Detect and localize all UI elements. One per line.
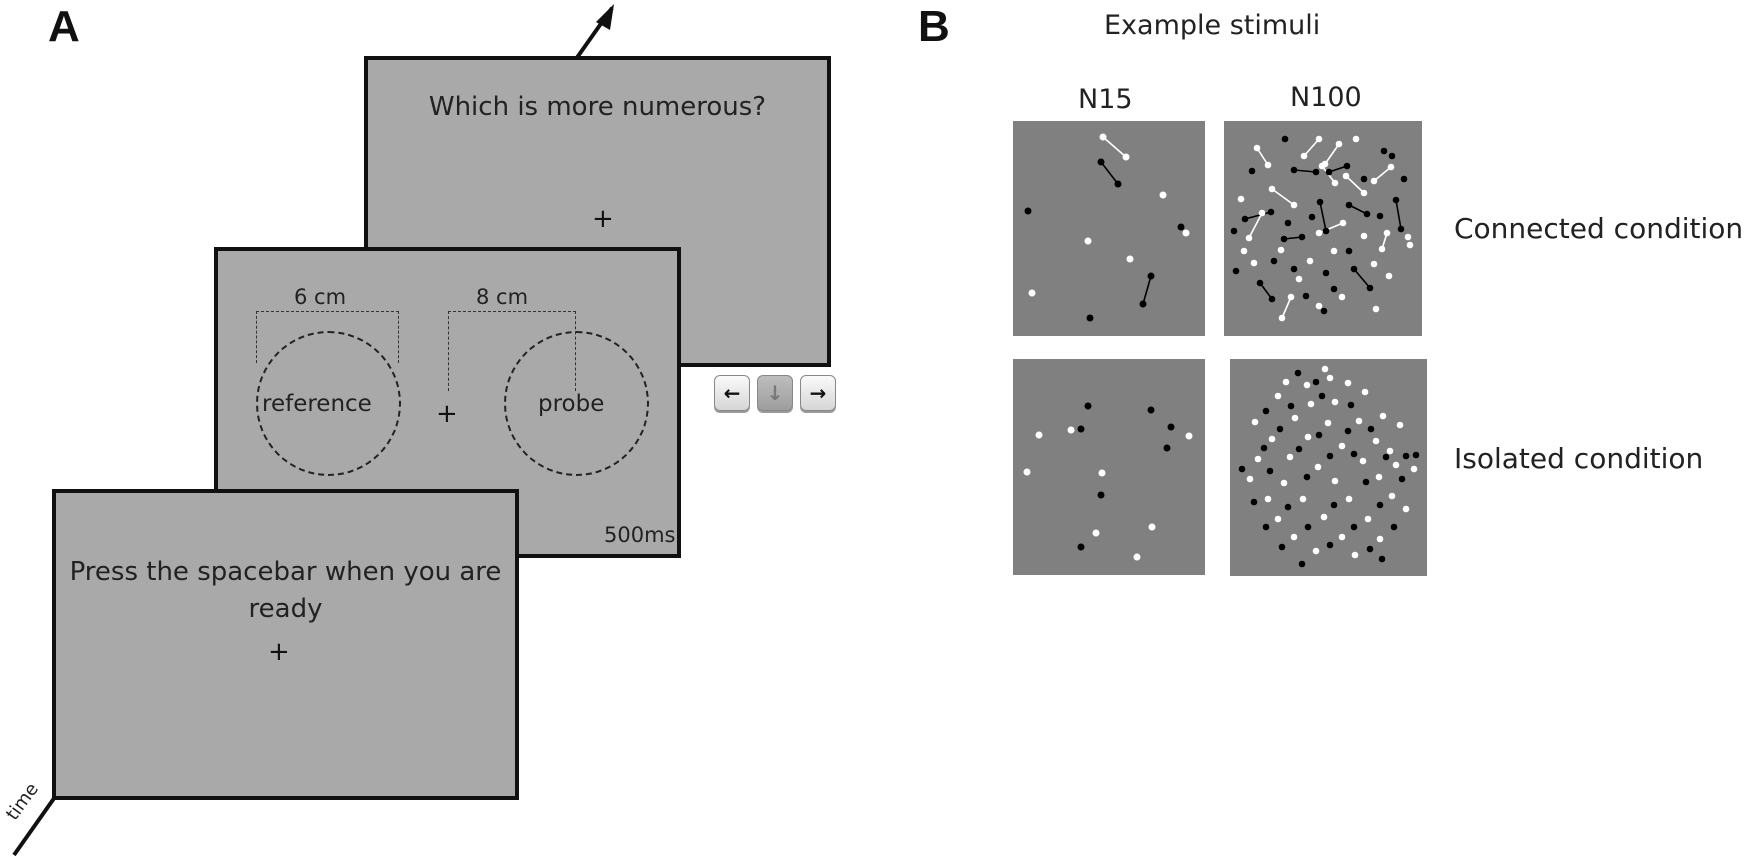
reference-width-label: 6 cm bbox=[294, 285, 347, 309]
ready-text-line2: ready bbox=[248, 594, 323, 624]
right-arrow-key: → bbox=[800, 375, 836, 411]
fixation-cross-top: + bbox=[592, 204, 614, 234]
duration-label: 500ms bbox=[604, 523, 676, 547]
probe-width-label: 8 cm bbox=[476, 285, 529, 309]
column-label-n15: N15 bbox=[1078, 84, 1133, 115]
row-label-connected: Connected condition bbox=[1454, 212, 1744, 245]
fixation-cross-middle: + bbox=[436, 399, 458, 429]
probe-label: probe bbox=[538, 391, 605, 417]
column-label-n100: N100 bbox=[1290, 82, 1362, 113]
left-arrow-key: ← bbox=[714, 375, 750, 411]
stimulus-n15-connected bbox=[1013, 121, 1205, 336]
down-arrow-key: ↓ bbox=[757, 375, 793, 411]
reference-circle bbox=[256, 331, 401, 476]
probe-circle bbox=[504, 331, 649, 476]
panel-letter-b: B bbox=[918, 2, 950, 51]
row-label-isolated: Isolated condition bbox=[1454, 442, 1704, 475]
stimulus-n15-isolated bbox=[1013, 359, 1205, 575]
panel-letter-a: A bbox=[48, 2, 80, 51]
stimulus-n100-isolated bbox=[1230, 359, 1427, 576]
fixation-cross-bottom: + bbox=[268, 637, 290, 667]
panel-b-title: Example stimuli bbox=[1104, 10, 1321, 41]
screen-ready: Press the spacebar when you are ready + bbox=[52, 489, 519, 800]
ready-text-line1: Press the spacebar when you are bbox=[69, 557, 502, 587]
question-text: Which is more numerous? bbox=[428, 92, 767, 122]
reference-label: reference bbox=[262, 391, 372, 417]
reference-width-bracket bbox=[256, 311, 399, 363]
stimulus-n100-connected bbox=[1224, 121, 1422, 336]
